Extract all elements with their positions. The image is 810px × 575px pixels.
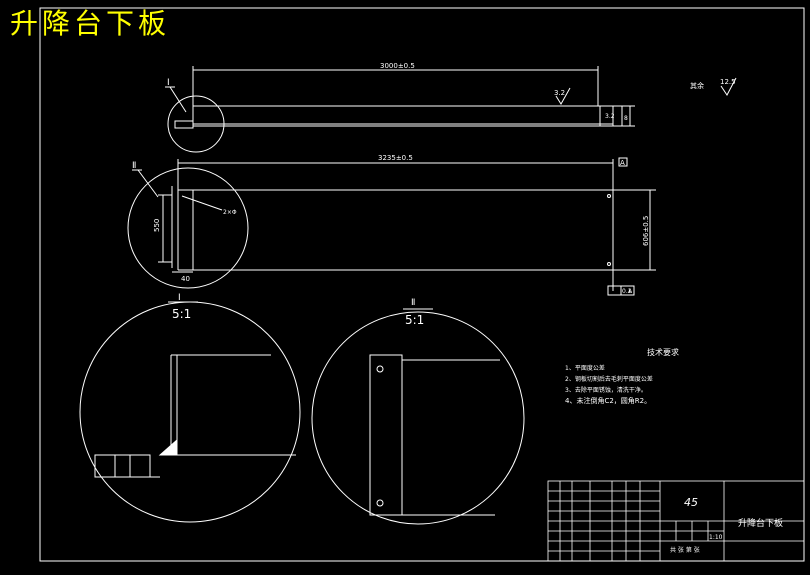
top-dimension: 3000±0.5 <box>380 62 415 70</box>
tech-item-1: 1、平面度公差 <box>565 364 605 372</box>
top-side-dim-a: 3.2 <box>605 113 615 120</box>
top-roughness: 3.2 <box>554 89 565 97</box>
title-block-sheet: 共 张 第 张 <box>670 546 700 554</box>
tech-item-3: 3、去除平面锈蚀，清洗干净。 <box>565 386 647 394</box>
corner-roughness-text: 其余 <box>690 81 704 90</box>
top-view <box>165 66 635 153</box>
front-view <box>127 157 656 296</box>
top-side-dim-b: 8 <box>624 115 628 122</box>
detail-2-label: Ⅱ <box>411 298 415 308</box>
front-detail-label: Ⅱ <box>132 161 136 171</box>
title-block-scale: 1:10 <box>709 534 723 541</box>
detail-1-label: I <box>178 293 181 303</box>
title-block-material: 45 <box>684 496 698 509</box>
drawing-frame <box>39 7 805 562</box>
title-block <box>547 480 805 562</box>
tech-item-2: 2、钢板切割后去毛刺平面度公差 <box>565 375 653 383</box>
corner-roughness-value: 12.5 <box>720 78 736 86</box>
title-block-part-name: 升降台下板 <box>738 517 783 529</box>
drawing-title: 升降台下板 <box>10 7 171 40</box>
front-hole-note: 2×Φ <box>223 209 237 216</box>
detail-1-scale: 5:1 <box>172 307 191 321</box>
tolerance-value: 0.1 <box>622 288 632 295</box>
tech-heading: 技术要求 <box>647 347 679 357</box>
tolerance-datum: A <box>628 288 633 295</box>
tech-item-4: 4、未注倒角C2，圆角R2。 <box>565 396 651 405</box>
front-dimension: 3235±0.5 <box>378 154 413 162</box>
detail-1-view <box>79 301 301 523</box>
datum-box-label: A <box>620 159 625 167</box>
front-left-dim: 550 <box>153 219 161 232</box>
top-detail-label: I <box>167 78 170 88</box>
front-height-dim: 606±0.5 <box>642 216 650 246</box>
detail-2-view <box>311 308 525 525</box>
front-bottom-dim: 40 <box>181 275 190 283</box>
corner-roughness-symbol <box>720 77 737 96</box>
detail-2-scale: 5:1 <box>405 313 424 327</box>
